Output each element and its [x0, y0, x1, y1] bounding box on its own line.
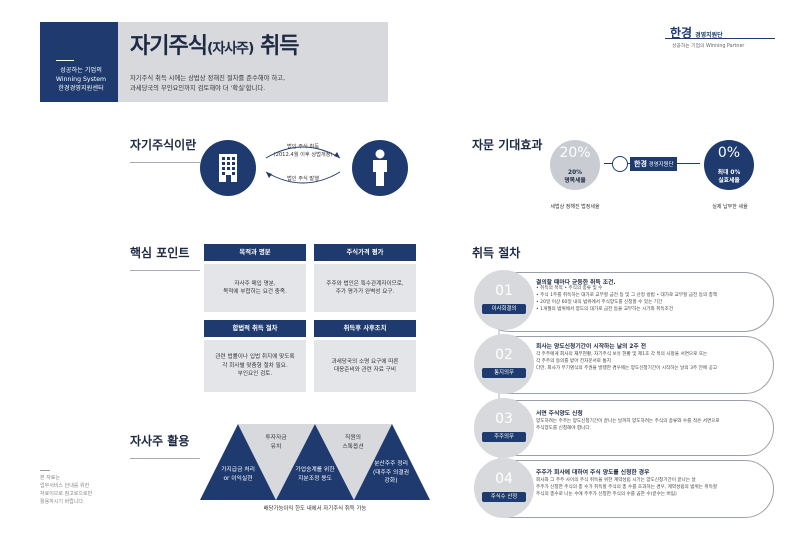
key-point-head-procedure: 합법적 취득 절차 [204, 320, 306, 337]
key-point-body-valuation: 주주와 법인은 특수관계자이므로,주가 평가가 완벽성 요구. [314, 264, 416, 312]
step-1-title: 결의할 때마다 균등한 취득 조건. [536, 280, 616, 286]
section-title-what-is: 자기주식이란 [130, 138, 197, 152]
section-title-benefits: 자문 기대효과 [472, 138, 543, 152]
exchange-arrows [262, 140, 344, 190]
section-divider [130, 270, 200, 271]
step-4-label: 주식수 산정 [482, 492, 526, 502]
logo-underline [665, 38, 775, 39]
step-1-desc: • 취득의 목적 • 주식의 종류 및 수• 주식 1주를 취득하는 대가로 교… [536, 286, 718, 312]
section-title-key-points: 핵심 포인트 [130, 246, 190, 260]
person-icon [352, 140, 408, 196]
step-3-number: 03 [495, 411, 513, 427]
header-divider [56, 60, 74, 61]
header-left-text: 성공하는 기업의 Winning System 한경경영지원센터 [55, 67, 107, 92]
section-title-usage: 자사주 활용 [130, 434, 190, 448]
step-4-circle [474, 458, 534, 518]
step-4-desc: 회사와 그 주주 사이의 주식 취득을 위한 계약성립 시기는 양도신청기간이 … [536, 478, 718, 497]
section-divider [130, 162, 200, 163]
step-2-label: 통지의무 [482, 368, 526, 378]
connector-node-left [612, 156, 628, 172]
logo-tagline: 성공하는 기업의 Winning Partner [672, 44, 745, 49]
arrow-top-label: 법인 주식 취득 (2012.4월 이후 상법개정) [273, 144, 333, 158]
page-subtitle: 자기주식 취득 시에는 상법상 정해진 절차를 준수해야 하고, 과세당국의 부… [130, 75, 286, 92]
usage-triangles [200, 424, 430, 500]
step-3-title: 서면 주식양도 신청 [536, 411, 583, 417]
page-title: 자기주식(자사주) 취득 [130, 34, 300, 59]
step-2-circle [474, 334, 534, 394]
section-title-procedure: 취득 절차 [472, 246, 521, 260]
key-point-head-purpose: 목적과 명분 [204, 244, 306, 261]
footnote-dash [40, 470, 50, 471]
step-3-circle [474, 398, 534, 458]
building-icon [200, 140, 256, 196]
header-left-panel: 성공하는 기업의 Winning System 한경경영지원센터 [40, 22, 118, 102]
key-point-head-followup: 취득후 사후조치 [314, 320, 416, 337]
effective-rate-caption: 실제 납부한 세율 [712, 204, 748, 210]
step-2-title: 회사는 양도신청기간이 시작하는 날의 2주 전 [536, 344, 647, 350]
effective-rate-circle: 0% 최대 0% 실효세율 [704, 140, 754, 190]
section-divider [130, 458, 200, 459]
arrow-bottom-label: 법인 주식 발행 [287, 176, 319, 182]
usage-caption: 배당가능이익 한도 내에서 자기주식 취득 가능 [263, 506, 367, 512]
step-4-number: 04 [495, 471, 513, 487]
step-3-label: 주주의무 [482, 432, 526, 442]
step-2-number: 02 [495, 347, 513, 363]
step-3-desc: 양도하려는 주주는 양도신청기간이 끝나는 날까지 양도하려는 주식의 종류와 … [536, 419, 720, 431]
step-1-number: 01 [495, 283, 513, 299]
step-2-desc: 각 주주에게 회사의 재무현황, 자기주식 보유 현황 및 제1호 각 목의 사… [536, 352, 718, 371]
key-point-head-valuation: 주식가격 평가 [314, 244, 416, 261]
step-4-title: 주주가 회사에 대하여 주식 양도를 신청한 경우 [536, 470, 650, 476]
header-title-panel [118, 22, 388, 102]
center-brand-badge: 한경 경영지원단 [630, 157, 678, 171]
step-1-circle [474, 270, 534, 330]
nominal-rate-circle: 20% 20% 명목세율 [550, 140, 600, 190]
key-point-body-purpose: 자사주 매입 명분,목적에 부합하는 요건 충족. [204, 264, 306, 312]
step-1-label: 이사회결의 [482, 304, 526, 314]
nominal-rate-caption: 세법상 정해진 법정세율 [550, 204, 600, 210]
